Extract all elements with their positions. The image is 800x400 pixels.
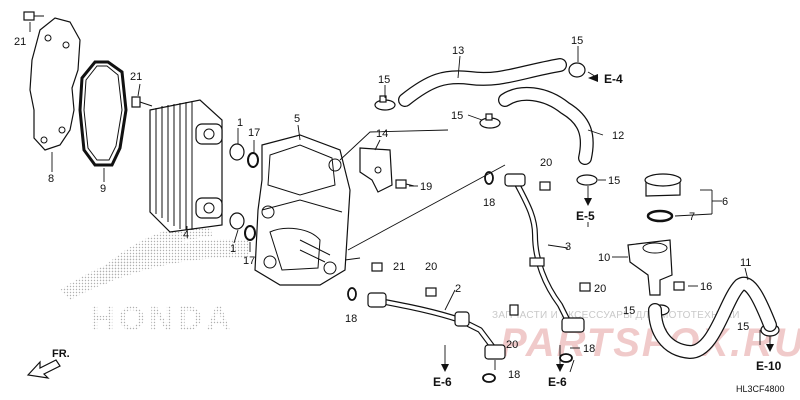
label-part-15f: 15	[737, 321, 749, 333]
part-17-oring-a	[247, 152, 259, 168]
label-part-5: 5	[294, 113, 300, 125]
front-arrow: FR.	[26, 348, 70, 379]
label-part-18c: 18	[583, 343, 595, 355]
part-20-bolt-d	[579, 282, 591, 292]
part-15-clamp-c	[568, 62, 586, 78]
label-part-15a: 15	[378, 74, 390, 86]
label-part-19: 19	[420, 181, 432, 193]
honda-brand-text: HONDA	[90, 300, 235, 338]
label-part-10: 10	[598, 252, 610, 264]
label-part-20c: 20	[506, 339, 518, 351]
part-8-cover-plate	[29, 17, 81, 151]
ref-e4-text: E-4	[604, 72, 623, 86]
label-part-15b: 15	[451, 110, 463, 122]
label-part-15c: 15	[571, 35, 583, 47]
label-part-17a: 17	[248, 127, 260, 139]
ref-e6-right: E-6	[548, 345, 567, 389]
label-part-1a: 1	[237, 117, 243, 129]
ref-e5: E-5	[576, 186, 595, 223]
part-18-washer-a	[484, 171, 494, 185]
label-part-21b: 21	[130, 71, 142, 83]
label-part-7: 7	[689, 211, 695, 223]
label-part-3: 3	[565, 241, 571, 253]
label-part-9: 9	[100, 183, 106, 195]
part-13-hose	[398, 58, 567, 107]
ref-e10-text: E-10	[756, 359, 782, 373]
label-part-17b: 17	[243, 255, 255, 267]
leader-lines	[29, 22, 761, 373]
part-21-bolt-b	[131, 96, 153, 108]
part-4-oil-cooler	[149, 99, 223, 233]
label-part-20b: 20	[425, 261, 437, 273]
part-20-bolt-c	[509, 304, 519, 316]
ref-e5-text: E-5	[576, 209, 595, 223]
label-part-14: 14	[376, 128, 388, 140]
part-7-gasket	[646, 209, 674, 223]
part-3-pipe	[504, 173, 585, 333]
ref-e10: E-10	[756, 336, 782, 373]
label-part-1b: 1	[230, 243, 236, 255]
part-15-clamp-b	[479, 113, 501, 129]
part-labels: 1 1 2 3 4 5 6 7 8 9 10 11 12 13 14 15 15…	[14, 35, 751, 381]
label-part-4: 4	[183, 229, 189, 241]
part-21-bolt-c	[371, 262, 383, 272]
part-11-hose	[648, 276, 777, 359]
part-14-bracket	[359, 147, 393, 193]
part-19-bolt	[395, 179, 415, 189]
part-5-housing	[254, 134, 351, 286]
label-part-6: 6	[722, 196, 728, 208]
label-part-8: 8	[48, 173, 54, 185]
part-16-bolt	[673, 281, 685, 291]
honda-wing-logo: HONDA	[60, 222, 250, 338]
part-2-pipe	[367, 292, 506, 360]
part-12-hose	[498, 86, 594, 165]
part-10-filler-neck	[627, 239, 673, 296]
part-15-clamp-a	[374, 95, 396, 111]
label-part-11: 11	[740, 257, 751, 269]
ref-e6-left: E-6	[433, 345, 452, 389]
label-part-18b: 18	[345, 313, 357, 325]
label-part-18d: 18	[508, 369, 520, 381]
part-15-clamp-d	[576, 174, 598, 186]
label-part-18a: 18	[483, 197, 495, 209]
part-18-washer-b	[347, 287, 357, 301]
part-20-bolt-b	[425, 287, 437, 297]
diagram-code: HL3CF4800	[736, 384, 785, 394]
part-17-oring-b	[244, 225, 256, 241]
label-part-21a: 21	[14, 36, 26, 48]
part-21-bolt-a	[23, 11, 44, 21]
part-20-bolt-a	[539, 181, 551, 191]
front-label: FR.	[52, 348, 70, 360]
part-6-filler-cap	[644, 173, 682, 197]
label-part-15e: 15	[623, 305, 635, 317]
part-1-collar-a	[229, 143, 245, 161]
part-9-seal	[78, 60, 128, 167]
label-part-16: 16	[700, 281, 712, 293]
watermark-tagline: ЗАПЧАСТИ И АКСЕССУАРЫ ДЛЯ МОТОТЕХНИКИ	[492, 310, 740, 321]
ref-e4: E-4	[588, 72, 623, 86]
part-1-collar-b	[229, 212, 245, 230]
label-part-2: 2	[455, 283, 461, 295]
label-part-13: 13	[452, 45, 464, 57]
label-part-15d: 15	[608, 175, 620, 187]
label-part-20d: 20	[594, 283, 606, 295]
ref-e6-right-text: E-6	[548, 375, 567, 389]
label-part-20a: 20	[540, 157, 552, 169]
label-part-21c: 21	[393, 261, 405, 273]
part-18-washer-d	[482, 373, 496, 383]
label-part-12: 12	[612, 130, 624, 142]
ref-e6-left-text: E-6	[433, 375, 452, 389]
watermark-site: PARTSFOX.RU	[500, 321, 800, 365]
